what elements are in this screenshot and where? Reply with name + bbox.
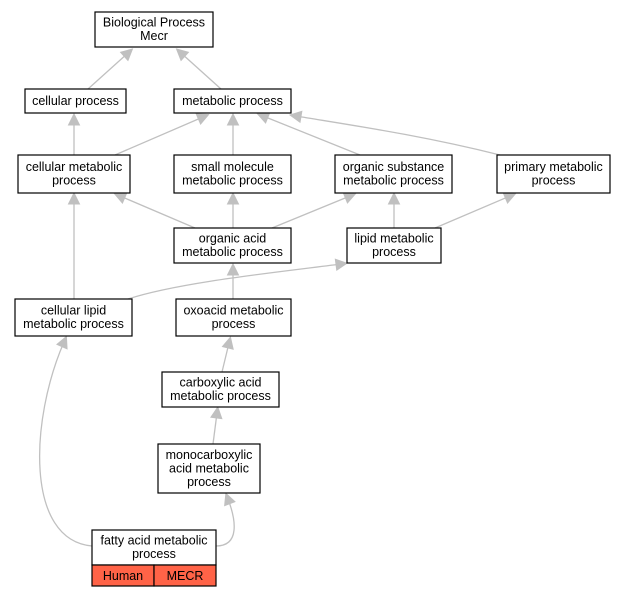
edge-lipid-to-primary-arrowhead: [502, 192, 517, 204]
edge-cellular-to-bp-arrowhead: [119, 48, 134, 62]
edge-celllipid-to-lipid-arrowhead: [334, 258, 349, 271]
edge-primary-to-metabolic-arrowhead: [288, 110, 303, 124]
node-box: [346, 227, 442, 264]
edge-fatty-to-celllipid-arrowhead: [56, 335, 68, 350]
edge-orgsub-to-metabolic-arrowhead: [256, 112, 271, 124]
edge-smallmol-to-metabolic-arrowhead: [226, 112, 240, 126]
node-label-line: organic acid: [199, 232, 266, 246]
annotation-cell-label: MECR: [167, 569, 204, 583]
node-label-line: process: [212, 317, 256, 331]
node-box: [24, 88, 127, 114]
node-label-line: cellular metabolic: [26, 160, 123, 174]
edge-cellmet-to-metabolic-arrowhead: [195, 113, 210, 125]
edge-orgsub-to-metabolic: [262, 115, 361, 156]
node-box: [175, 298, 292, 337]
node-label-line: metabolic process: [182, 174, 283, 188]
node-box: [91, 529, 217, 566]
node-label-line: oxoacid metabolic: [183, 304, 283, 318]
node-label-line: process: [532, 174, 576, 188]
node-label-line: process: [132, 547, 176, 561]
edge-lipid-to-orgsub-arrowhead: [387, 191, 401, 205]
edge-monocarb-to-carbox-arrowhead: [210, 405, 223, 420]
annotation-cell-mecr[interactable]: [153, 564, 217, 587]
node-box: [94, 11, 214, 48]
edge-cellmet-to-metabolic: [114, 116, 204, 156]
annotation-row-fatty: Human MECR: [91, 564, 217, 587]
edge-celllipid-to-lipid: [127, 263, 342, 300]
node-label-line: metabolic process: [182, 245, 283, 259]
edge-oxoacid-to-orgacid-arrowhead: [226, 262, 240, 276]
node-label-line: process: [187, 475, 231, 489]
node-label-line: metabolic process: [23, 317, 124, 331]
edge-metabolic-to-bp: [180, 52, 222, 90]
edge-lipid-to-primary: [434, 195, 511, 229]
node-label-line: Mecr: [140, 29, 168, 43]
edge-orgacid-to-smallmol-arrowhead: [226, 191, 240, 205]
node-label-line: cellular lipid: [41, 304, 106, 318]
edges-layer: [39, 48, 517, 547]
node-box: [157, 443, 261, 494]
node-box: [496, 154, 611, 194]
node-label-line: fatty acid metabolic: [101, 534, 208, 548]
node-label-line: process: [52, 174, 96, 188]
node-label-line: process: [372, 245, 416, 259]
node-box: [17, 154, 131, 194]
node-box: [334, 154, 453, 194]
edge-orgacid-to-orgsub-arrowhead: [342, 192, 357, 204]
edge-orgacid-to-cellmet-arrowhead: [113, 192, 128, 204]
node-box: [173, 227, 292, 264]
node-label-line: metabolic process: [170, 389, 271, 403]
edge-primary-to-metabolic: [295, 115, 501, 156]
edge-carbox-to-oxoacid-arrowhead: [221, 336, 234, 350]
node-label-line: carboxylic acid: [180, 376, 262, 390]
node-box: [161, 371, 280, 408]
node-box: [173, 154, 292, 194]
edge-fatty-to-celllipid: [39, 341, 93, 547]
node-label-line: acid metabolic: [169, 461, 249, 475]
node-label-line: primary metabolic: [504, 160, 603, 174]
node-metabolic[interactable]: metabolic process: [173, 88, 292, 114]
node-label-line: metabolic process: [343, 174, 444, 188]
edge-orgacid-to-orgsub: [271, 195, 351, 229]
node-label-line: metabolic process: [182, 94, 283, 108]
node-cellular[interactable]: cellular process: [24, 88, 127, 114]
node-label-line: small molecule: [191, 160, 274, 174]
node-box: [14, 298, 133, 337]
node-label-line: lipid metabolic: [354, 232, 433, 246]
node-label-line: cellular process: [32, 94, 119, 108]
edge-cellmet-to-cellular-arrowhead: [67, 112, 81, 126]
node-label-line: monocarboxylic: [166, 448, 253, 462]
edge-cellular-to-bp: [87, 52, 129, 90]
edge-orgacid-to-cellmet: [119, 195, 196, 229]
edge-metabolic-to-bp-arrowhead: [175, 48, 190, 62]
annotation-cell-label: Human: [103, 569, 143, 583]
node-box: [173, 88, 292, 114]
edge-fatty-to-monocarb: [215, 498, 235, 547]
edge-fatty-to-monocarb-arrowhead: [224, 492, 236, 507]
edge-celllipid-to-cellmet-arrowhead: [67, 191, 81, 205]
node-label-line: organic substance: [343, 160, 445, 174]
node-label-line: Biological Process: [103, 16, 205, 30]
